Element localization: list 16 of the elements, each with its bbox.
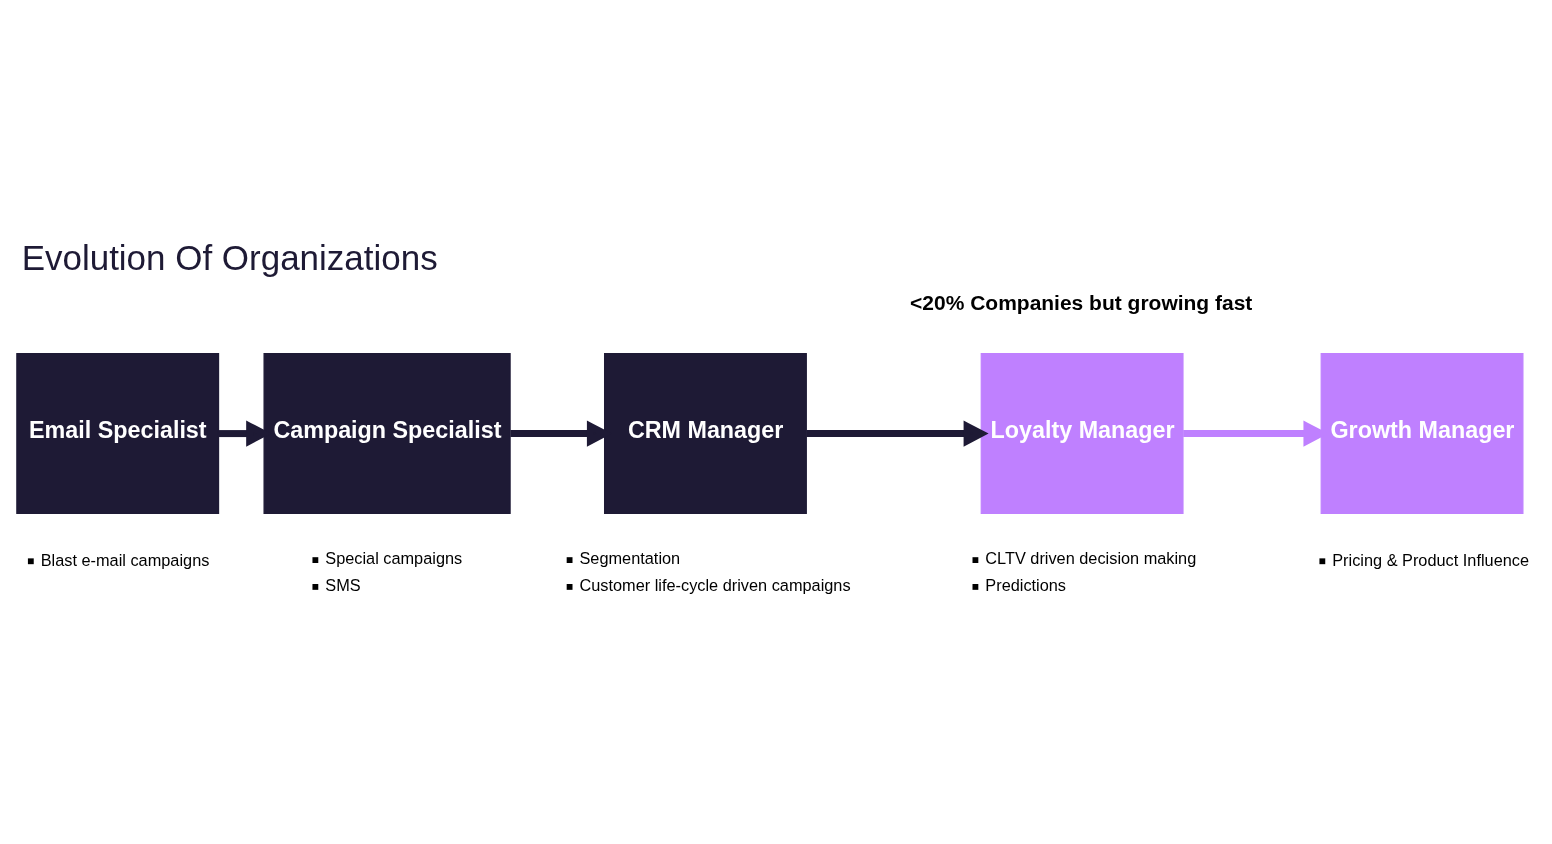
node-label: Customer life-cycle driven campaigns	[579, 575, 851, 594]
node-label: Blast e-mail campaigns	[40, 550, 210, 569]
node-box: CRM Manager	[604, 352, 807, 514]
label: <20% Companies but growing fast	[910, 290, 1253, 314]
node-label: SMS	[325, 575, 361, 594]
node-label: Predictions	[985, 575, 1067, 594]
node-box: Campaign Specialist	[263, 352, 511, 514]
node-box: Email Specialist	[16, 352, 220, 514]
node-box: Loyalty Manager	[980, 352, 1184, 514]
diagram-title: Evolution Of Organizations	[21, 237, 438, 277]
node-label: Special campaigns	[325, 548, 463, 567]
arrow	[806, 419, 989, 447]
node-box: Growth Manager	[1320, 352, 1524, 514]
node-label: Segmentation	[579, 548, 681, 567]
node-label: Pricing & Product Influence	[1332, 550, 1530, 569]
node-label: CLTV driven decision making	[985, 548, 1197, 567]
